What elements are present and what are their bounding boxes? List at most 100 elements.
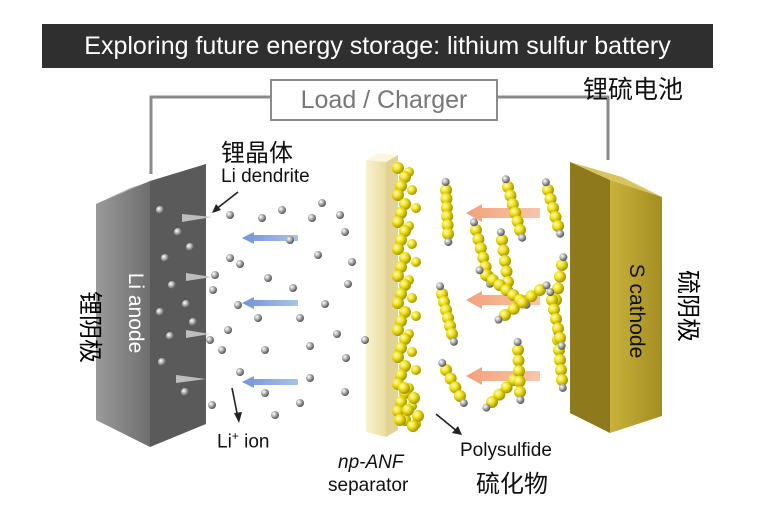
- li-atom: [516, 395, 525, 404]
- li-ion-arrows: [242, 232, 298, 388]
- dendrite-spike: [186, 330, 210, 338]
- li-atom: [459, 399, 468, 408]
- li-ion-label-rest: ion: [238, 431, 270, 453]
- separator-label-name: np-ANF: [338, 452, 404, 473]
- sulfur-atom: [392, 270, 404, 282]
- polysulfide-chains: [436, 175, 568, 412]
- li-ion: [321, 300, 329, 308]
- ion-arrow: [242, 297, 298, 309]
- li-ion: [254, 314, 262, 322]
- li-ion: [236, 368, 244, 376]
- sulfur-atom: [500, 265, 513, 278]
- li-atom: [469, 218, 478, 227]
- sulfur-atom: [507, 302, 520, 315]
- sulfur-atom: [556, 374, 568, 386]
- sulfur-atom: [496, 234, 508, 246]
- polysulfide-chain: [541, 178, 565, 238]
- polysulfide-chain: [546, 288, 566, 350]
- sulfur-atom: [441, 210, 454, 223]
- sulfur-atom: [544, 193, 557, 205]
- sulfur-atom: [472, 233, 485, 246]
- sulfur-atom: [407, 239, 417, 249]
- li-ion: [211, 271, 219, 279]
- dendrite-label: Li dendrite: [221, 166, 310, 187]
- sulfur-atom: [513, 365, 525, 377]
- li-ion: [289, 284, 297, 292]
- sulfur-atom: [513, 375, 526, 388]
- sulfur-atom: [512, 354, 525, 367]
- sulfur-atom: [392, 162, 404, 174]
- separator-top: [366, 153, 398, 162]
- ion-pointer-head: [234, 412, 242, 423]
- sulfur-atom: [552, 220, 564, 232]
- sulfur-atom: [399, 252, 411, 264]
- li-atom: [542, 281, 551, 290]
- li-ion: [348, 258, 356, 266]
- sulfur-atom: [550, 313, 562, 325]
- sulfur-atom: [411, 311, 421, 321]
- li-atom: [559, 253, 568, 262]
- li-ion: [161, 254, 169, 262]
- cathode-label-chinese: 硫阴极: [674, 270, 702, 342]
- polysulfide-label: Polysulfide: [460, 440, 552, 461]
- sulfur-atom: [552, 322, 564, 335]
- li-ion: [286, 236, 294, 244]
- sulfur-atom: [549, 211, 562, 223]
- ion-arrow: [242, 232, 298, 244]
- sulfur-atom: [516, 296, 529, 309]
- sulfur-atom: [392, 189, 404, 201]
- li-atom: [438, 358, 447, 367]
- sulfur-atom: [440, 184, 452, 196]
- dendrite-pointer-head: [212, 204, 221, 213]
- circuit-wire: [149, 95, 270, 174]
- sulfur-atom: [499, 255, 511, 267]
- s-cathode: [570, 162, 662, 433]
- sulfur-atom: [392, 324, 404, 336]
- cathode-label: S cathode: [625, 263, 648, 359]
- sulfur-atom: [407, 420, 419, 432]
- li-ion: [306, 342, 314, 350]
- polysulfide-pointer-head: [452, 426, 462, 435]
- li-ion-label-main: Li: [217, 431, 232, 453]
- li-ion: [174, 228, 182, 236]
- sulfur-atom: [398, 382, 410, 394]
- polysulfide-pointer: [435, 413, 459, 433]
- sulfur-atom: [399, 279, 411, 291]
- sulfur-atom: [412, 410, 424, 422]
- li-ion: [166, 332, 174, 340]
- dendrite-spike: [182, 214, 212, 222]
- separator-front: [366, 160, 386, 437]
- li-atom: [494, 315, 503, 324]
- sulfur-atom: [474, 242, 487, 255]
- polysulfide-chain: [438, 358, 468, 408]
- dendrite-spike: [186, 273, 212, 281]
- sulfur-atom: [493, 388, 506, 401]
- li-ion: [278, 206, 286, 214]
- li-ion: [261, 389, 269, 397]
- ion-arrow: [242, 376, 298, 388]
- li-ion: [158, 358, 166, 366]
- sulfur-atom: [399, 198, 411, 210]
- li-ion: [344, 280, 352, 288]
- li-ion: [296, 399, 304, 407]
- sulfur-atom: [440, 201, 453, 214]
- sulfur-atom: [500, 381, 513, 394]
- li-ion: [336, 211, 344, 219]
- sulfur-atom: [454, 390, 466, 402]
- polysulfide-chain: [436, 282, 458, 346]
- sulfur-atom: [399, 333, 411, 345]
- li-ion: [208, 401, 216, 409]
- li-atom: [482, 403, 491, 412]
- load-charger-box: Load / Charger: [270, 79, 498, 121]
- sulfur-atom: [402, 404, 414, 416]
- li-ion: [361, 336, 369, 344]
- li-atom: [518, 233, 527, 242]
- li-ion: [261, 346, 269, 354]
- li-atom: [449, 337, 458, 346]
- sulfur-atom: [399, 225, 411, 237]
- polysulfide-chain: [440, 178, 454, 246]
- li-atom: [501, 175, 510, 184]
- li-ion: [271, 411, 279, 419]
- sulfur-atom: [546, 294, 558, 306]
- sulfur-atom: [497, 244, 510, 257]
